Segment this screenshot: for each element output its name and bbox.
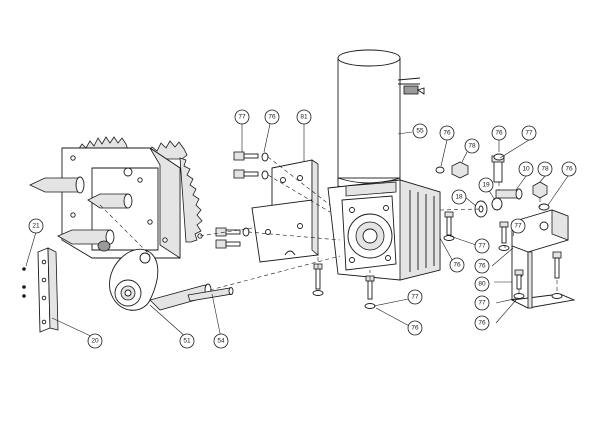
svg-text:51: 51 (183, 338, 191, 345)
assembly-lines (99, 156, 558, 294)
washer-76-top (435, 166, 445, 174)
bolts-80 (513, 251, 563, 299)
svg-text:76: 76 (478, 320, 486, 327)
callout-78-b: 78 (537, 161, 553, 177)
callout-81: 81 (296, 109, 312, 125)
callout-21: 21 (28, 218, 44, 234)
svg-text:78: 78 (468, 143, 476, 150)
svg-text:76: 76 (453, 262, 461, 269)
svg-text:20: 20 (91, 338, 99, 345)
housing-side (149, 147, 181, 259)
svg-text:80: 80 (478, 281, 486, 288)
svg-text:77: 77 (478, 243, 486, 250)
callout-77-a: 77 (234, 109, 250, 125)
callout-76-e: 76 (449, 257, 465, 273)
washer-18 (474, 200, 488, 218)
svg-text:10: 10 (522, 166, 530, 173)
callout-77-c: 77 (474, 238, 490, 254)
svg-text:76: 76 (495, 130, 503, 137)
callout-19: 19 (478, 177, 494, 193)
callout-10: 10 (518, 161, 534, 177)
callout-77-b: 77 (521, 125, 537, 141)
screws-21 (22, 267, 26, 298)
washer-76-topright (493, 153, 505, 161)
svg-text:76: 76 (565, 166, 573, 173)
callout-76-g: 76 (474, 315, 490, 331)
nut-78 (451, 161, 469, 179)
callout-76-h: 76 (407, 320, 423, 336)
svg-text:81: 81 (300, 114, 308, 121)
svg-text:21: 21 (32, 223, 40, 230)
nut-78-right (532, 181, 548, 199)
callout-51: 51 (179, 333, 195, 349)
output-shaft-middle (87, 193, 133, 209)
housing-plate (91, 167, 159, 251)
svg-text:76: 76 (268, 114, 276, 121)
callout-76-b: 76 (439, 125, 455, 141)
worm-gearbox (327, 179, 441, 281)
callout-54: 54 (213, 333, 229, 349)
svg-text:76: 76 (443, 130, 451, 137)
svg-text:76: 76 (411, 325, 419, 332)
svg-text:19: 19 (482, 182, 490, 189)
callouts: 20 21 51 54 77 76 81 55 76 78 76 77 10 7… (28, 109, 577, 349)
washer-76-right (538, 203, 550, 211)
callout-55: 55 (412, 123, 428, 139)
svg-text:54: 54 (217, 338, 225, 345)
callout-80: 80 (474, 276, 490, 292)
callout-77-e: 77 (474, 295, 490, 311)
output-shaft-lower (57, 229, 115, 252)
callout-76-d: 76 (561, 161, 577, 177)
callout-76-a: 76 (264, 109, 280, 125)
crank-arm-51 (109, 248, 212, 311)
callout-78-a: 78 (464, 138, 480, 154)
svg-text:77: 77 (514, 223, 522, 230)
svg-text:77: 77 (238, 114, 246, 121)
key-54 (187, 287, 234, 302)
callout-76-f: 76 (474, 258, 490, 274)
bolt-group-upper (215, 151, 269, 249)
svg-text:18: 18 (455, 194, 463, 201)
svg-text:78: 78 (541, 166, 549, 173)
bracket-20 (37, 247, 59, 333)
gearbox-housing (29, 136, 203, 259)
callout-76-c: 76 (491, 125, 507, 141)
bracket-81 (251, 159, 319, 263)
pin-10 (495, 188, 523, 200)
svg-text:77: 77 (478, 300, 486, 307)
bolts-gearbox-right (443, 211, 510, 251)
callout-18: 18 (451, 189, 467, 205)
svg-text:77: 77 (411, 294, 419, 301)
callout-77-d: 77 (510, 218, 526, 234)
part-19 (491, 197, 503, 211)
svg-text:55: 55 (416, 128, 424, 135)
motor-55 (337, 49, 425, 192)
side-gear (179, 157, 203, 243)
callout-77-f: 77 (407, 289, 423, 305)
svg-text:76: 76 (478, 263, 486, 270)
callout-20: 20 (87, 333, 103, 349)
svg-text:77: 77 (525, 130, 533, 137)
output-shaft-upper (29, 176, 85, 194)
